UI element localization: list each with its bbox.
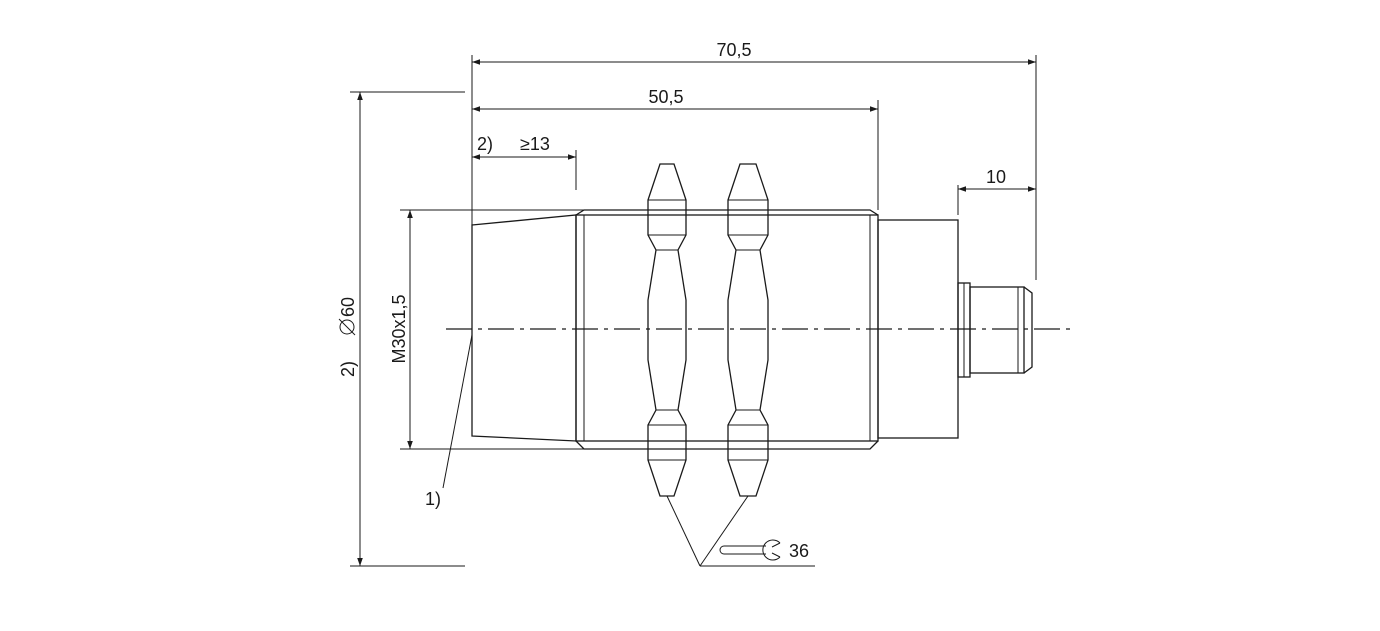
dim-connector-length: 10 xyxy=(986,167,1006,187)
note-1-leader xyxy=(442,334,473,489)
lock-nut-2 xyxy=(727,163,769,497)
dim-free-zone-diameter: 60 xyxy=(338,297,358,317)
wrench-icon xyxy=(719,539,781,561)
sensor-body xyxy=(471,209,1033,450)
wrench-leader xyxy=(666,495,815,567)
note-2-top: 2) xyxy=(477,134,493,154)
dim-overall-length: 70,5 xyxy=(716,40,751,60)
dim-thread-length: 50,5 xyxy=(648,87,683,107)
note-1: 1) xyxy=(425,489,441,509)
sensing-face xyxy=(471,214,577,442)
extension-lines xyxy=(350,55,1037,567)
thread-chamfer-left xyxy=(575,209,879,450)
dim-free-zone-length: ≥13 xyxy=(520,134,550,154)
connector xyxy=(957,282,1033,378)
dim-thread-size: M30x1,5 xyxy=(389,294,409,363)
dim-wrench-size: 36 xyxy=(789,541,809,561)
threaded-sleeve xyxy=(575,214,879,442)
note-2-side: 2) xyxy=(338,361,358,377)
lock-nut-1 xyxy=(647,163,687,497)
diameter-icon xyxy=(338,318,356,336)
